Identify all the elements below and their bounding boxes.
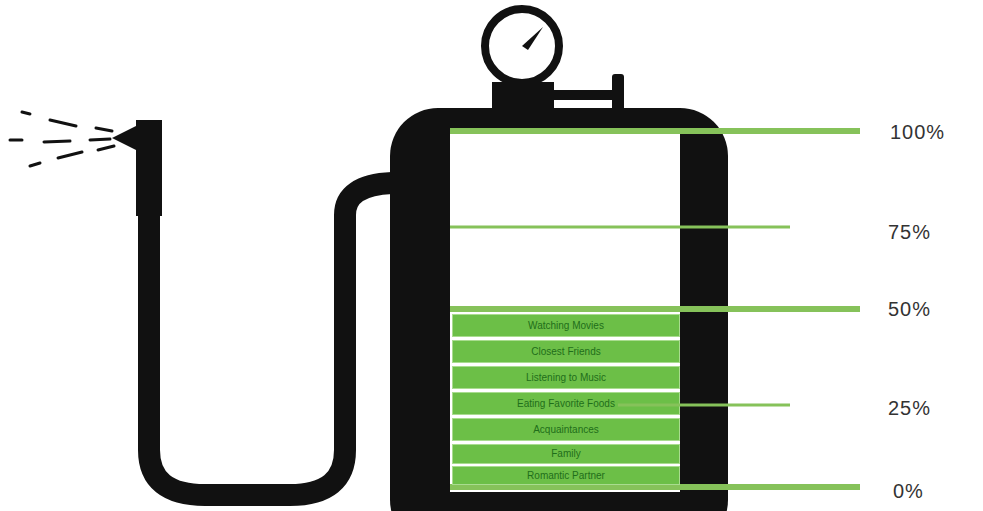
bar-label: Closest Friends [531,347,600,357]
bar-label: Listening to Music [526,373,606,383]
level-bar: Listening to Music [452,366,680,389]
level-bar: Romantic Partner [452,466,680,485]
pressure-gauge [485,9,559,83]
bar-label: Romantic Partner [527,471,605,481]
valve-stem [554,90,614,100]
percent-label: 100% [890,122,945,142]
level-bar: Closest Friends [452,340,680,363]
level-bar: Acquaintances [452,418,680,441]
valve-handle [612,74,624,112]
bar-label: Eating Favorite Foods [517,399,615,409]
nozzle-wand [136,120,162,216]
spray-dashes [10,112,114,166]
level-bar: Watching Movies [452,314,680,337]
nozzle-tip [112,126,136,150]
percent-label: 0% [893,481,924,501]
percent-label: 50% [888,299,931,319]
percent-label: 25% [888,398,931,418]
hose [149,183,392,495]
bar-label: Family [551,449,580,459]
level-lines [450,131,860,487]
level-bar: Family [452,444,680,464]
gauge-neck [492,82,554,112]
bar-label: Watching Movies [528,321,604,331]
bar-label: Acquaintances [533,425,599,435]
gauge-needle [522,27,543,50]
level-bar: Eating Favorite Foods [452,392,680,415]
percent-label: 75% [888,222,931,242]
